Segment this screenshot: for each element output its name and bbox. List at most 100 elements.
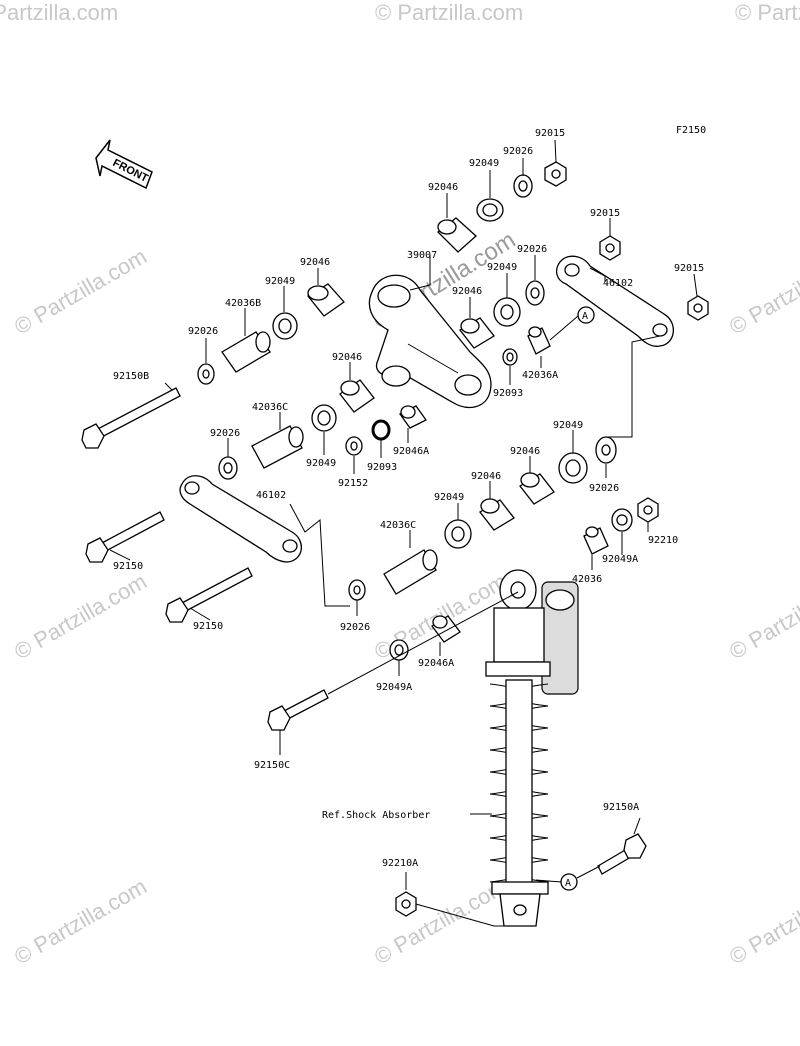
part-label: 42036C <box>252 402 288 413</box>
part-label: 46102 <box>256 490 286 501</box>
collar-42036 <box>583 526 609 555</box>
part-label: 92049 <box>265 276 295 287</box>
watermarks: © Partzilla.com © Partzilla.com © Partzi… <box>0 0 800 969</box>
callout-a-upper: A <box>577 306 595 324</box>
callout-label: A <box>582 311 588 322</box>
part-label: 92046 <box>428 182 458 193</box>
watermark-text: © Partzilla.com <box>10 244 151 340</box>
callout-label: A <box>565 878 571 889</box>
part-label: 92152 <box>338 478 368 489</box>
part-label: 92046 <box>452 286 482 297</box>
part-label: 92049 <box>306 458 336 469</box>
nut-92210a <box>395 891 417 917</box>
part-label: 92150 <box>193 621 223 632</box>
part-label: 92150A <box>603 802 639 813</box>
collar-42036a <box>527 326 551 355</box>
washer-92026-bottom <box>348 579 366 601</box>
bolt-92150c <box>267 689 329 731</box>
washer-92049a-right <box>611 508 633 532</box>
bearing-92046-right2 <box>479 498 515 531</box>
watermark-text: © Partzilla.com <box>725 244 800 340</box>
nut-92015-top <box>544 161 567 187</box>
bearing-92046-top <box>437 217 477 253</box>
bearing-92046a-upper <box>399 405 427 429</box>
shock-absorber <box>485 569 579 927</box>
collar-42036c-upper <box>251 425 304 469</box>
bearing-92046-left <box>307 283 345 317</box>
watermark-text: © Partzilla.com <box>725 569 800 665</box>
bolt-92150-upper <box>85 511 165 563</box>
washer-92026-center <box>525 280 545 306</box>
part-label: 92150 <box>113 561 143 572</box>
washer-92026-right <box>595 436 617 464</box>
part-label: 42036 <box>572 574 602 585</box>
part-label: 92046 <box>510 446 540 457</box>
figure-code: F2150 <box>676 125 706 136</box>
washer-92026-lower <box>218 456 238 480</box>
part-label: 92049A <box>376 682 412 693</box>
part-label: 92015 <box>590 208 620 219</box>
part-label: 46102 <box>603 278 633 289</box>
part-label: 92210A <box>382 858 418 869</box>
bearing-92046-center <box>459 317 495 349</box>
rocker-arm <box>368 274 492 409</box>
part-label: 92049 <box>434 492 464 503</box>
part-label: 92046A <box>418 658 454 669</box>
washer-92049-right <box>558 452 588 484</box>
part-label: 92046A <box>393 446 429 457</box>
bearing-92046a-bottom <box>431 615 461 643</box>
part-label: 92150B <box>113 371 149 382</box>
watermark-text: © Partzilla.com <box>0 0 118 25</box>
part-label: 42036C <box>380 520 416 531</box>
part-label: 92093 <box>367 462 397 473</box>
watermark-text: © Partzilla.com <box>10 569 151 665</box>
part-label: 92049 <box>553 420 583 431</box>
bolt-92150b <box>81 387 181 449</box>
leader-lines <box>109 139 698 927</box>
bolt-92150-lower <box>165 567 253 623</box>
part-label: 92049 <box>469 158 499 169</box>
washer-92026-top <box>513 174 533 198</box>
link-46102-top <box>555 255 674 347</box>
part-label: 92015 <box>674 263 704 274</box>
bearing-92046-lower <box>339 379 375 413</box>
nut-92015-right <box>687 295 709 321</box>
nut-92015-mid <box>599 235 621 261</box>
part-label: 92046 <box>471 471 501 482</box>
watermark-text: © Partzilla.com <box>725 874 800 970</box>
washer-92152 <box>345 436 363 456</box>
bearing-92046-right <box>519 472 555 505</box>
part-label: 92026 <box>517 244 547 255</box>
washer-92049a-bottom <box>389 639 409 661</box>
seal-92093-right <box>502 348 518 366</box>
nut-92210 <box>637 497 659 523</box>
front-arrow-icon: FRONT <box>95 139 153 190</box>
part-label: 92046 <box>332 352 362 363</box>
collar-42036b <box>221 331 271 373</box>
washer-92026-left <box>197 363 215 385</box>
part-labels: 92015 92026 92049 92046 39007 92046 9204… <box>113 128 704 869</box>
watermark-text: © Partzilla.com <box>375 0 523 25</box>
part-label: 92026 <box>340 622 370 633</box>
part-label: 92049A <box>602 554 638 565</box>
part-label: 92093 <box>493 388 523 399</box>
washer-92049-top <box>476 198 504 222</box>
part-label: 92026 <box>589 483 619 494</box>
part-label: 42036A <box>522 370 558 381</box>
bolt-92150a <box>597 833 647 875</box>
washer-92049-right2 <box>444 519 472 549</box>
part-label: 92150C <box>254 760 290 771</box>
washer-92049-center <box>493 297 521 327</box>
seal-92093-left <box>371 419 391 441</box>
part-label: 92049 <box>487 262 517 273</box>
callout-a-lower: A <box>560 873 578 891</box>
collar-42036c-lower <box>383 549 438 595</box>
watermark-text: © Partzilla.com <box>370 874 511 970</box>
ref-shock-label: Ref.Shock Absorber <box>322 810 430 821</box>
part-label: 92210 <box>648 535 678 546</box>
part-label: 92046 <box>300 257 330 268</box>
part-label: 92015 <box>535 128 565 139</box>
part-label: 92026 <box>188 326 218 337</box>
part-label: 42036B <box>225 298 261 309</box>
